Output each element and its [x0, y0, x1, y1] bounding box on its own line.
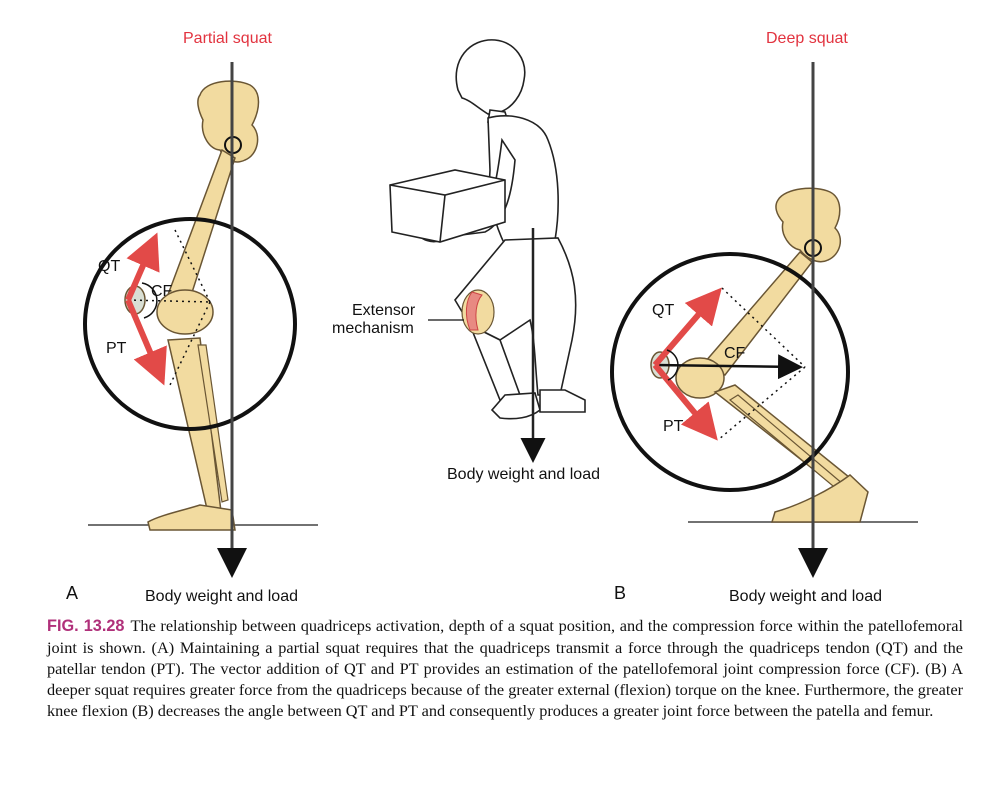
magnifier-circle-a [83, 217, 297, 431]
caption-text: The relationship between quadriceps acti… [47, 616, 963, 720]
pt-arrow-b [652, 363, 718, 441]
femur-a [164, 148, 236, 306]
foot-b [770, 474, 869, 523]
parallelogram-dotted-a1 [174, 229, 211, 303]
panel-b-figure [610, 62, 918, 578]
label-panel-b: B [614, 583, 627, 603]
fibula-a [197, 344, 229, 503]
label-pt-a: PT [106, 340, 127, 357]
label-body-weight-center: Body weight and load [447, 466, 600, 483]
pelvis-a [197, 80, 260, 163]
pelvis-b [775, 187, 842, 263]
caption-figure-number: FIG. 13.28 [47, 617, 125, 635]
label-extensor-line2: mechanism [332, 320, 414, 337]
title-partial-squat: Partial squat [183, 30, 272, 47]
extensor-muscle-center [465, 291, 483, 331]
label-extensor-line1: Extensor [352, 302, 416, 319]
panel-a-figure [83, 62, 318, 578]
label-qt-a: QT [98, 258, 121, 275]
label-pt-b: PT [663, 418, 684, 435]
person-figure [389, 39, 586, 420]
label-qt-b: QT [652, 302, 675, 319]
cf-arrow-b [654, 354, 803, 380]
label-cf-b: CF [724, 345, 746, 362]
femoral-condyle-b [675, 357, 725, 399]
person-head [455, 39, 526, 115]
person-shoe-back [539, 389, 586, 413]
title-deep-squat: Deep squat [766, 30, 848, 47]
extensor-mechanism-graphic [461, 289, 495, 335]
box-edge-front [439, 194, 446, 243]
qt-arrow-a [125, 232, 160, 302]
label-panel-a: A [66, 583, 79, 603]
squat-diagram [83, 39, 918, 578]
angle-arc-b [666, 349, 679, 381]
foot-a [147, 504, 236, 531]
cf-dotted-a [127, 299, 211, 303]
qt-arrow-b [652, 287, 722, 367]
label-body-weight-b: Body weight and load [729, 588, 882, 605]
magnifier-circle-b [610, 252, 850, 492]
fibula-b [728, 394, 851, 497]
label-body-weight-a: Body weight and load [145, 588, 298, 605]
femur-b [703, 250, 814, 377]
pt-arrow-a [125, 298, 167, 386]
label-cf-a: CF [151, 283, 173, 300]
parallelogram-dotted-b1 [721, 287, 806, 368]
angle-arc-a [141, 282, 158, 319]
